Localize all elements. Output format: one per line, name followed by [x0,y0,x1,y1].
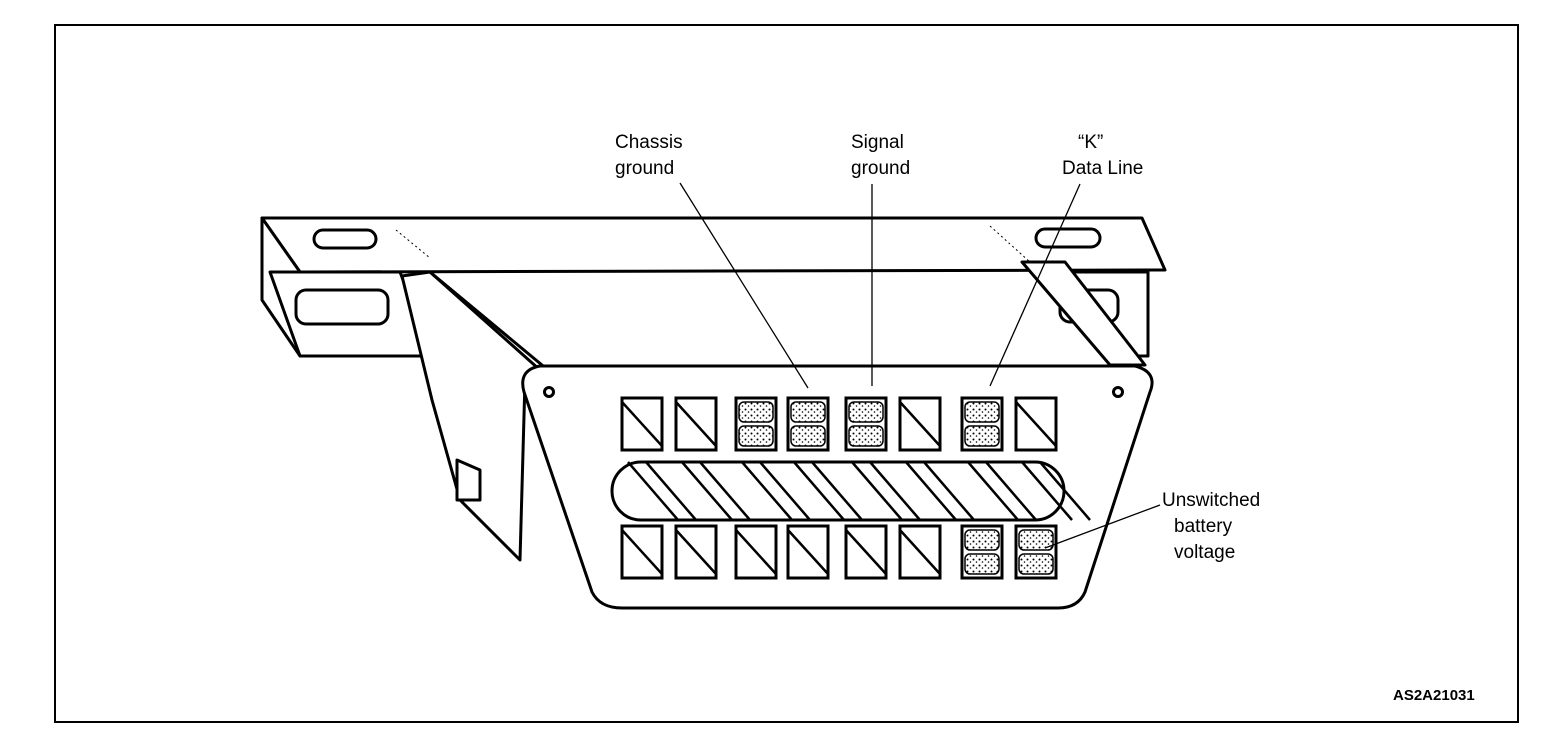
rib-edge-2 [699,461,751,521]
pin-10-hatch [675,529,717,575]
pin-5 [844,396,888,452]
rib-edge-7 [985,461,1037,521]
pin-9-hatch [621,529,663,575]
label-unswitched-battery: Unswitched battery voltage [1044,490,1260,563]
signal-ground-line1: Signal [851,132,904,153]
chassis-ground-leader [679,182,809,389]
pin-2-hatch [675,401,717,447]
pin-5-terminal-lower [848,425,884,447]
pin-16-terminal-lower [1018,553,1054,575]
rib-edge-8 [1039,461,1091,521]
unswitched-battery-leader [1044,504,1161,549]
rib-5 [851,461,903,521]
pin-1-hatch [621,401,663,447]
pin-1 [620,396,664,452]
rib-7 [967,461,1019,521]
rib-2 [681,461,733,521]
pin-13-hatch [845,529,887,575]
pin-3-terminal-lower [738,425,774,447]
unswitched-battery-line1: Unswitched [1162,490,1260,511]
pin-11-hatch [735,529,777,575]
pin-8-hatch [1015,401,1057,447]
pin-4-terminal-lower [790,425,826,447]
rib-6 [905,461,957,521]
pin-3-terminal-upper [738,401,774,423]
pin-13 [844,524,888,580]
rib-1 [627,461,679,521]
unswitched-battery-line2: battery [1174,516,1233,537]
pin-6 [898,396,942,452]
pin-15-terminal-upper [964,529,1000,551]
pin-4-terminal-upper [790,401,826,423]
rib-3 [741,461,793,521]
rib-edge-3 [759,461,811,521]
k-data-line-leader [989,183,1081,387]
unswitched-battery-line3: voltage [1174,542,1235,563]
rib-edge-1 [645,461,697,521]
figure-code: AS2A21031 [1393,687,1475,704]
rib-8 [1021,461,1073,521]
pin-cavities [610,396,1091,580]
pin-14 [898,524,942,580]
signal-ground-line2: ground [851,158,910,179]
pin-12 [786,524,830,580]
pin-2 [674,396,718,452]
pin-11 [734,524,778,580]
label-signal-ground: Signal ground [851,132,910,386]
pin-7 [960,396,1004,452]
chassis-ground-line1: Chassis [615,132,683,153]
pin-7-terminal-lower [964,425,1000,447]
pin-8 [1014,396,1058,452]
pin-5-terminal-upper [848,401,884,423]
rib-4 [793,461,845,521]
rib-edge-4 [811,461,863,521]
pin-3 [734,396,778,452]
pin-16 [1014,524,1058,580]
pin-14-hatch [899,529,941,575]
pin-4 [786,396,830,452]
pin-9 [620,524,664,580]
rib-edge-5 [869,461,921,521]
pin-15 [960,524,1004,580]
rib-edge-6 [923,461,975,521]
k-data-line-line1: “K” [1078,132,1103,153]
chassis-ground-line2: ground [615,158,674,179]
pin-7-terminal-upper [964,401,1000,423]
pin-6-hatch [899,401,941,447]
pin-15-terminal-lower [964,553,1000,575]
label-k-data-line: “K” Data Line [989,132,1143,387]
figure-frame [54,24,1519,723]
pin-10 [674,524,718,580]
pin-12-hatch [787,529,829,575]
label-chassis-ground: Chassis ground [615,132,809,389]
k-data-line-line2: Data Line [1062,158,1143,179]
pin-16-terminal-upper [1018,529,1054,551]
